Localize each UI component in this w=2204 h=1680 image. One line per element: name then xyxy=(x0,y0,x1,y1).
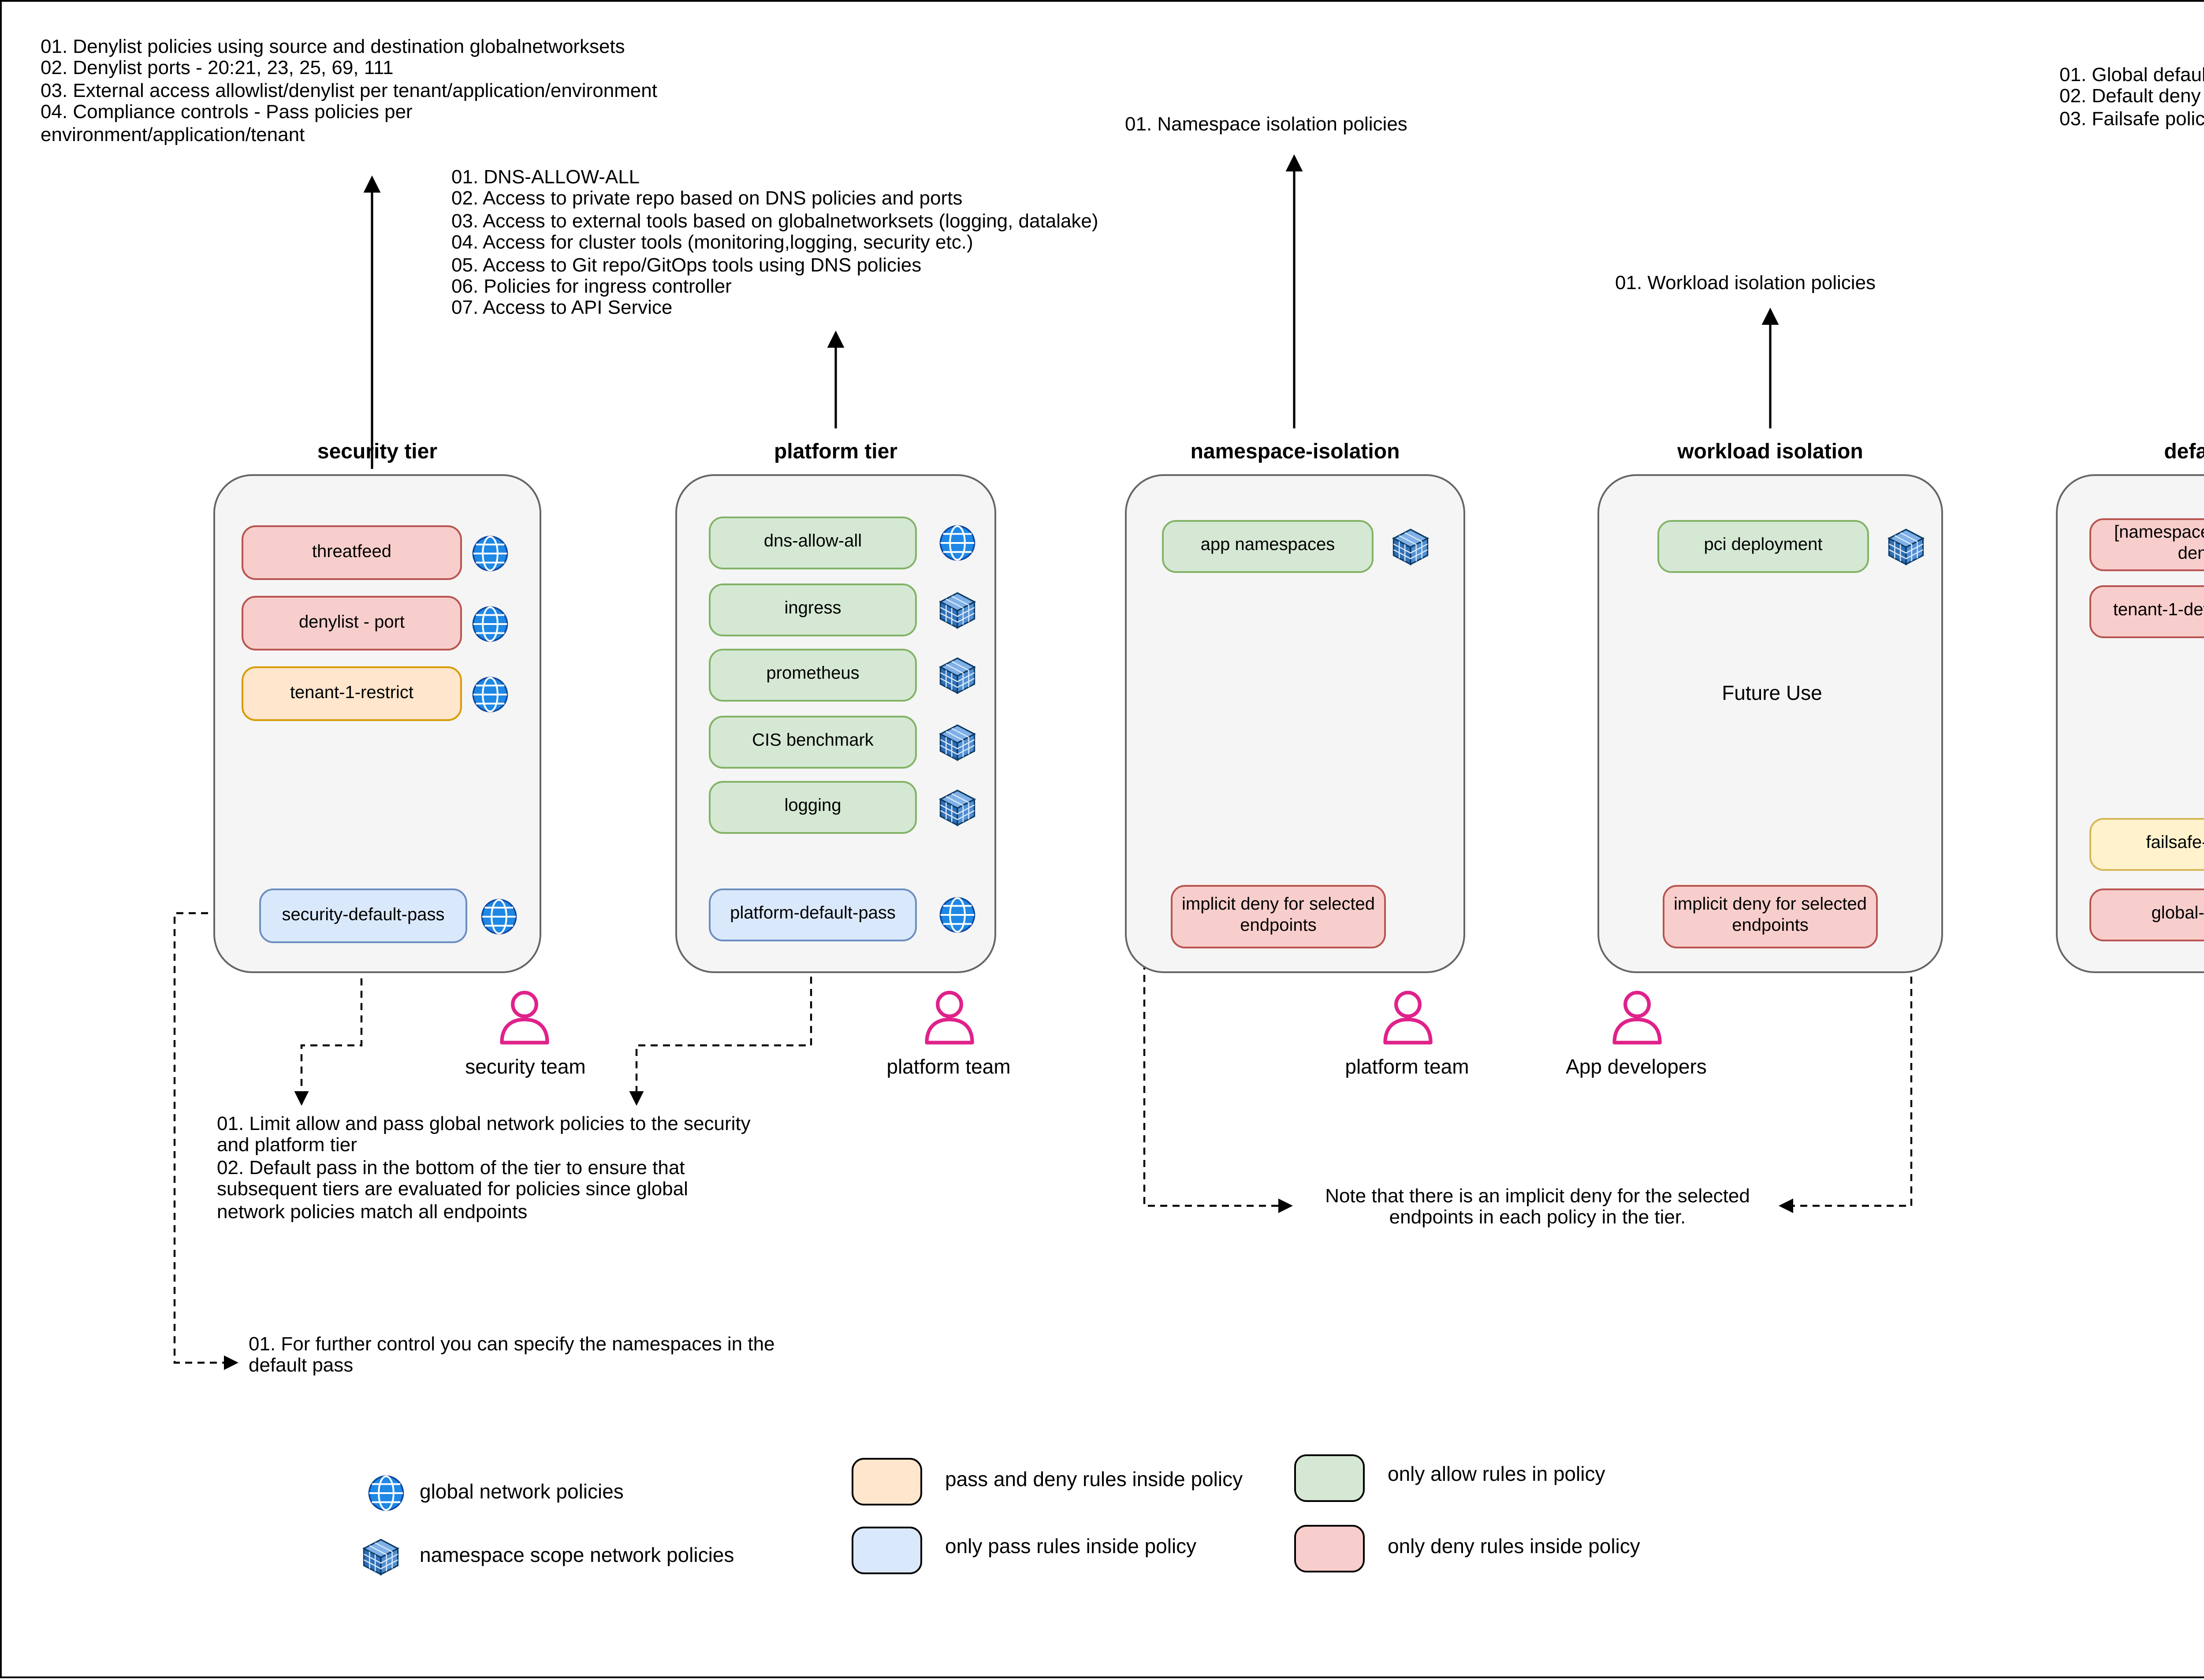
policy-security-default-pass: security-default-pass xyxy=(259,888,467,943)
future-use-label: Future Use xyxy=(1722,684,1822,705)
note-workload-isolation-policies: 01. Workload isolation policies xyxy=(1615,273,1876,294)
tier-title-namespace-isolation: namespace-isolation xyxy=(1190,439,1400,464)
tier-platform: dns-allow-all ingress prometheus CIS ben… xyxy=(675,474,996,973)
legend-swatch-only-deny xyxy=(1294,1525,1365,1572)
policy-implicit-deny-namespace: implicit deny for selected endpoints xyxy=(1171,885,1386,948)
note-platform-tier-policies: 01. DNS-ALLOW-ALL 02. Access to private … xyxy=(451,167,1098,320)
legend-label-only-pass: only pass rules inside policy xyxy=(945,1537,1197,1558)
note-implicit-deny: Note that there is an implicit deny for … xyxy=(1325,1186,1750,1230)
note-further-control: 01. For further control you can specify … xyxy=(249,1334,775,1378)
person-icon xyxy=(1608,989,1666,1047)
tier-default: [namespace]-default-deny tenant-1-defaul… xyxy=(2056,474,2204,973)
team-label-app-developers: App developers xyxy=(1566,1058,1707,1079)
policy-cis-benchmark: CIS benchmark xyxy=(709,716,917,769)
namespace-cube-icon xyxy=(1391,527,1430,566)
globe-icon xyxy=(471,534,510,573)
legend-label-namespace-policies: namespace scope network policies xyxy=(420,1546,734,1567)
globe-icon xyxy=(471,605,510,643)
legend-swatch-only-allow xyxy=(1294,1454,1365,1502)
tier-title-workload-isolation: workload isolation xyxy=(1677,439,1863,464)
note-namespace-isolation-policies: 01. Namespace isolation policies xyxy=(1125,115,1407,136)
tier-title-default: default tier xyxy=(2164,439,2204,464)
legend-label-only-deny: only deny rules inside policy xyxy=(1388,1537,1640,1558)
tier-security: threatfeed denylist - port tenant-1-rest… xyxy=(213,474,541,973)
legend-swatch-pass-deny xyxy=(852,1458,922,1505)
policy-platform-default-pass: platform-default-pass xyxy=(709,888,917,941)
tier-title-security: security tier xyxy=(317,439,438,464)
policy-threatfeed: threatfeed xyxy=(242,525,462,580)
policy-app-namespaces: app namespaces xyxy=(1162,520,1374,573)
namespace-cube-icon xyxy=(938,591,977,629)
policy-implicit-deny-workload: implicit deny for selected endpoints xyxy=(1663,885,1878,948)
policy-ingress: ingress xyxy=(709,584,917,636)
person-icon xyxy=(920,989,979,1047)
tier-namespace-isolation: app namespaces implicit deny for selecte… xyxy=(1125,474,1465,973)
note-default-tier-policies: 01. Global default deny 02. Default deny… xyxy=(2059,65,2204,130)
team-label-platform-2: platform team xyxy=(1345,1058,1469,1079)
policy-tenant-1-restrict: tenant-1-restrict xyxy=(242,666,462,721)
globe-icon xyxy=(938,896,977,934)
team-label-platform-1: platform team xyxy=(886,1058,1011,1079)
policy-namespace-default-deny: [namespace]-default-deny xyxy=(2089,518,2204,571)
globe-icon xyxy=(471,675,510,714)
legend-label-only-allow: only allow rules in policy xyxy=(1388,1465,1605,1486)
team-label-security-1: security team xyxy=(465,1058,586,1079)
tier-workload-isolation: pci deployment Future Use implicit deny … xyxy=(1597,474,1943,973)
policy-pci-deployment: pci deployment xyxy=(1657,520,1869,573)
globe-icon xyxy=(367,1474,406,1513)
policy-tenant-1-default-deny: tenant-1-default-deny xyxy=(2089,585,2204,638)
policy-denylist-port: denylist - port xyxy=(242,596,462,650)
namespace-cube-icon xyxy=(1887,527,1925,566)
namespace-cube-icon xyxy=(938,723,977,762)
legend-label-global-policies: global network policies xyxy=(420,1483,624,1504)
note-security-tier-policies: 01. Denylist policies using source and d… xyxy=(41,37,657,146)
globe-icon xyxy=(938,524,977,562)
policy-dns-allow-all: dns-allow-all xyxy=(709,517,917,569)
namespace-cube-icon xyxy=(938,656,977,695)
legend-label-pass-deny: pass and deny rules inside policy xyxy=(945,1470,1243,1491)
namespace-cube-icon xyxy=(938,788,977,827)
policy-global-deny: global-deny xyxy=(2089,888,2204,941)
policy-logging: logging xyxy=(709,781,917,834)
namespace-cube-icon xyxy=(361,1537,400,1576)
person-icon xyxy=(495,989,554,1047)
person-icon xyxy=(1379,989,1437,1047)
globe-icon xyxy=(480,897,518,936)
legend-swatch-only-pass xyxy=(852,1527,922,1574)
tier-title-platform: platform tier xyxy=(774,439,897,464)
policy-failsafe-allow: failsafe-allow xyxy=(2089,818,2204,871)
note-tier-pass-behavior: 01. Limit allow and pass global network … xyxy=(217,1114,751,1223)
policy-prometheus: prometheus xyxy=(709,649,917,702)
